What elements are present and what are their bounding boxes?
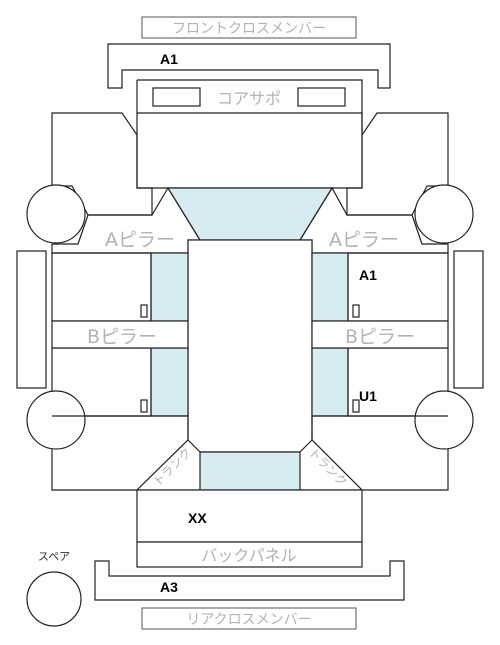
rear-cross-member-bracket: [94, 560, 405, 601]
left-b-pillar: [51, 320, 189, 349]
right-upper-code: A1: [359, 267, 377, 283]
back-panel: [136, 541, 363, 568]
right-rocker-panel: [453, 250, 484, 389]
right-rear-door-handle: [352, 399, 360, 413]
spare-tire: [26, 571, 82, 627]
left-b-pillar-label: Bピラー: [87, 326, 157, 348]
core-support-left-slot: [152, 87, 201, 107]
left-a-pillar-label: Aピラー: [105, 229, 175, 251]
rear-cross-member-box: [141, 607, 357, 630]
right-rear-window: [311, 347, 349, 417]
spare-label: スペア: [38, 550, 70, 563]
hood-area: [136, 112, 363, 189]
right-front-door: [347, 252, 449, 322]
left-rear-window: [150, 347, 189, 417]
right-b-pillar-label: Bピラー: [345, 326, 415, 348]
rear-right-wheel: [414, 390, 474, 450]
left-front-door: [51, 252, 152, 322]
right-front-window: [311, 252, 349, 322]
core-support-right-slot: [297, 87, 346, 107]
left-front-window: [150, 252, 189, 322]
left-rear-door-handle: [140, 399, 148, 413]
rear-window: [187, 451, 313, 491]
rear-left-wheel: [26, 390, 86, 450]
front-cross-member-bracket: [107, 43, 391, 89]
roof: [187, 239, 313, 453]
right-lower-code: U1: [359, 388, 377, 404]
front-cross-member-code: A1: [160, 51, 178, 67]
core-support-label: コアサポ: [217, 89, 281, 108]
rear-cross-member-label: リアクロスメンバー: [186, 612, 311, 628]
right-a-pillar-label: Aピラー: [329, 229, 399, 251]
windshield: [166, 187, 334, 241]
rear-cross-member-code: A3: [160, 579, 178, 595]
right-b-pillar: [311, 320, 449, 349]
left-rocker-panel: [16, 250, 47, 389]
front-right-wheel: [414, 184, 474, 244]
trunk-code: XX: [188, 510, 207, 526]
back-panel-label: バックパネル: [201, 546, 296, 565]
left-front-door-handle: [140, 304, 148, 318]
front-left-wheel: [26, 184, 86, 244]
front-cross-member-box: [141, 16, 357, 39]
trunk-lid: [136, 489, 363, 543]
right-front-door-handle: [352, 304, 360, 318]
front-cross-member-label: フロントクロスメンバー: [172, 21, 326, 37]
